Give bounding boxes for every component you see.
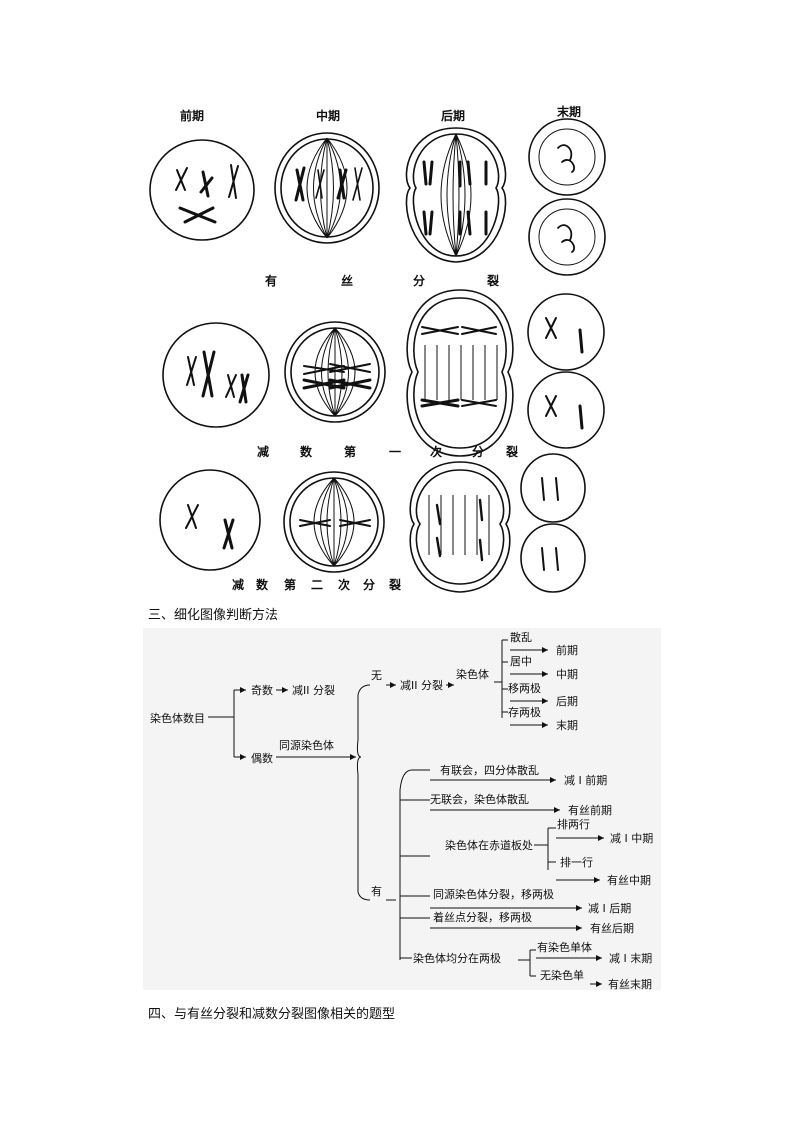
fc-one-row: 排一行 — [560, 855, 593, 869]
caption-char: 一 — [389, 445, 402, 459]
fc-metaphase: 中期 — [556, 668, 578, 681]
fc-m1-metaphase: 减 I 中期 — [610, 832, 653, 845]
section-heading-3: 三、细化图像判断方法 — [148, 608, 279, 623]
section-heading-4: 四、与有丝分裂和减数分裂图像相关的题型 — [148, 1007, 396, 1022]
caption-char: 减 — [232, 578, 245, 592]
fc-equator: 染色体在赤道板处 — [445, 838, 533, 852]
fc-none: 无 — [371, 669, 382, 682]
fc-anaphase: 后期 — [556, 695, 578, 708]
header-telophase: 末期 — [557, 105, 582, 119]
caption-char: 第 — [284, 578, 297, 592]
caption-char: 裂 — [487, 274, 500, 288]
header-anaphase: 后期 — [441, 109, 466, 123]
caption-char: 二 — [311, 578, 324, 592]
meiosis1-anaphase-cell — [406, 289, 514, 457]
caption-char: 减 — [257, 445, 270, 459]
meiosis2-anaphase-cell — [409, 461, 511, 593]
mitosis-metaphase-cell — [274, 132, 380, 244]
fc-at-poles: 存两极 — [508, 705, 541, 719]
fc-two-rows: 排两行 — [557, 817, 590, 831]
meiosis2-prophase-cell — [159, 469, 261, 571]
fc-center: 居中 — [510, 655, 532, 668]
meiosis1-telophase-cell-top — [527, 293, 605, 371]
fc-homolog-separate: 同源染色体分裂，移两极 — [433, 887, 554, 901]
fc-synapsis: 有联会，四分体散乱 — [440, 763, 539, 777]
mitosis-prophase-cell — [149, 139, 255, 241]
caption-char: 丝 — [341, 274, 354, 288]
fc-mit-anaphase: 有丝后期 — [590, 921, 634, 935]
fc-even: 偶数 — [251, 752, 273, 765]
caption-char: 分 — [472, 445, 485, 459]
fc-prophase: 前期 — [556, 643, 578, 657]
caption-char: 分 — [413, 274, 426, 288]
fc-mit-telophase: 有丝末期 — [608, 977, 652, 991]
fc-centromere-split: 着丝点分裂，移两极 — [433, 910, 532, 924]
fc-m1-anaphase: 减 I 后期 — [588, 902, 631, 915]
meiosis1-telophase-cell-bottom — [527, 371, 605, 449]
fc-root: 染色体数目 — [150, 711, 205, 725]
fc-no-monad: 无染色单 — [540, 968, 584, 982]
header-metaphase: 中期 — [316, 109, 341, 123]
caption-char: 数 — [256, 578, 269, 592]
caption-char: 裂 — [389, 578, 402, 592]
fc-move-poles: 移两极 — [508, 681, 541, 695]
fc-odd: 奇数 — [251, 684, 273, 697]
fc-m1-prophase: 减 I 前期 — [564, 773, 607, 787]
fc-have: 有 — [371, 884, 382, 898]
meiosis2-metaphase-cell — [283, 471, 385, 573]
caption-char: 次 — [430, 445, 443, 459]
fc-homolog: 同源染色体 — [279, 738, 334, 752]
cell-division-illustrations — [149, 118, 606, 593]
caption-char: 分 — [363, 578, 376, 592]
meiosis2-telophase-cell-top — [520, 453, 586, 523]
mitosis-anaphase-cell — [405, 127, 507, 263]
caption-char: 次 — [338, 578, 351, 592]
fc-telophase: 末期 — [556, 718, 578, 732]
meiosis2-telophase-cell-bottom — [520, 523, 586, 593]
flowchart-background — [143, 628, 661, 990]
fc-mit-metaphase: 有丝中期 — [607, 873, 651, 887]
caption-char: 裂 — [506, 445, 519, 459]
caption-char: 第 — [344, 445, 357, 459]
meiosis1-prophase-cell — [162, 322, 270, 428]
caption-char: 数 — [300, 445, 313, 459]
fc-has-monad: 有染色单体 — [537, 940, 592, 954]
fc-odd-result: 减II 分裂 — [292, 684, 335, 697]
mitosis-telophase-cell-bottom — [528, 198, 606, 276]
fc-chromosome: 染色体 — [456, 667, 489, 681]
fc-scatter: 散乱 — [510, 630, 532, 644]
mitosis-telophase-cell-top — [528, 118, 606, 196]
fc-m1-telophase: 减 I 末期 — [609, 951, 652, 965]
fc-none-result: 减II 分裂 — [400, 679, 443, 692]
fc-no-synapsis: 无联会，染色体散乱 — [430, 792, 529, 806]
fc-mit-prophase: 有丝前期 — [568, 803, 612, 817]
caption-char: 有 — [265, 274, 278, 288]
fc-even-poles: 染色体均分在两极 — [413, 951, 501, 965]
header-prophase: 前期 — [180, 109, 205, 123]
